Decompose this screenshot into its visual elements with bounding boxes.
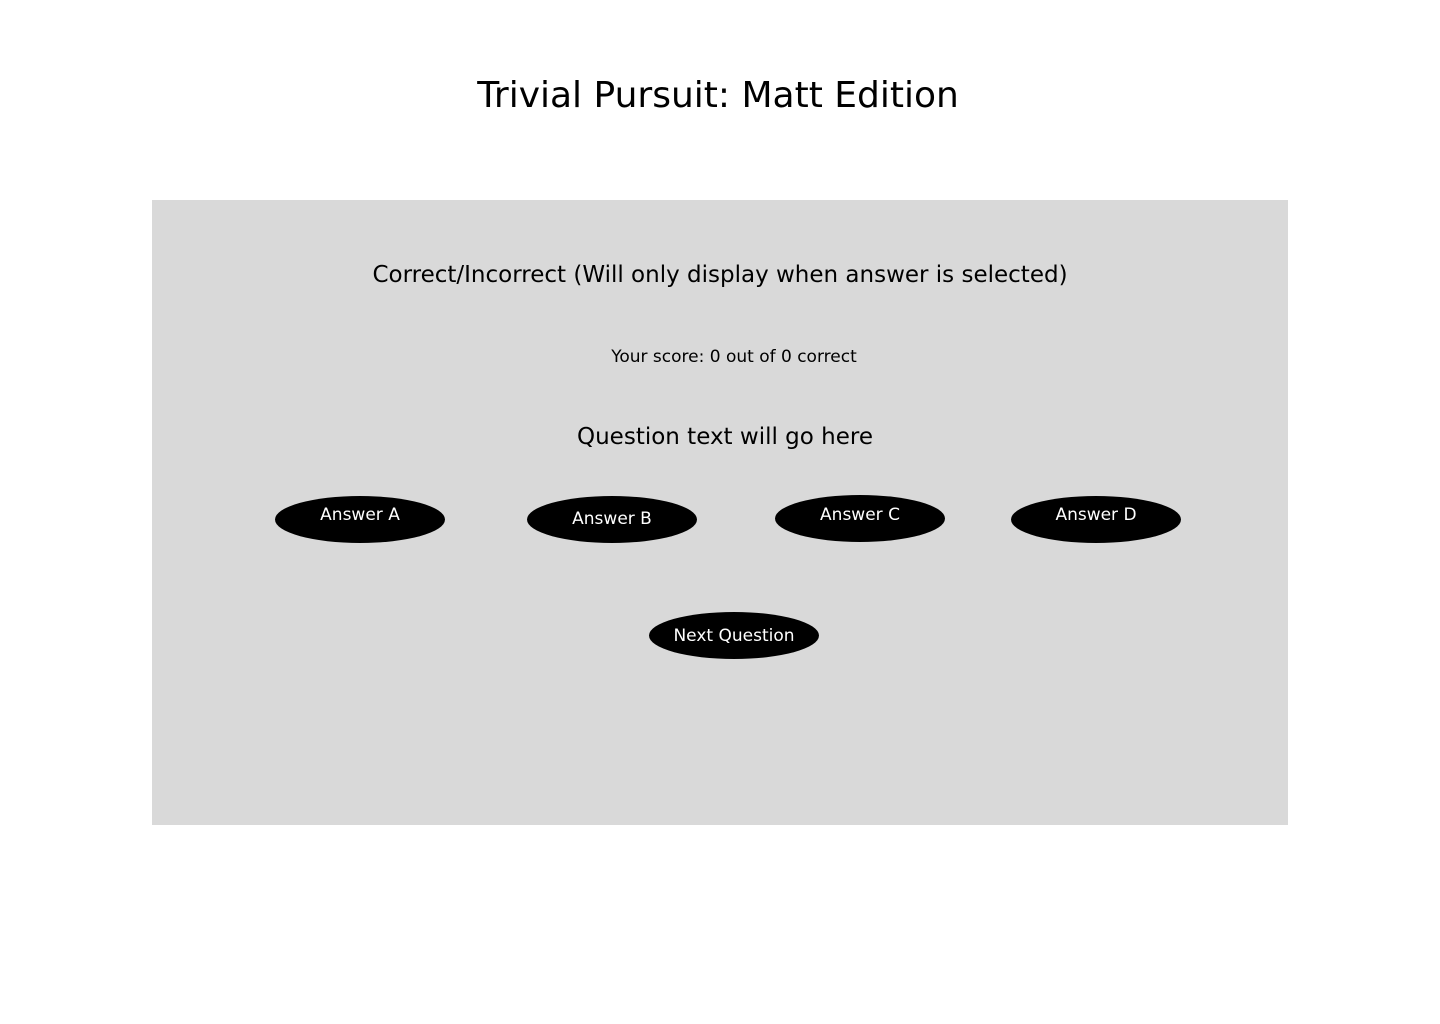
- answer-c-button[interactable]: Answer C: [775, 495, 945, 542]
- next-question-label: Next Question: [673, 626, 795, 646]
- next-question-button[interactable]: Next Question: [649, 612, 819, 659]
- answer-d-button[interactable]: Answer D: [1011, 496, 1181, 543]
- question-text: Question text will go here: [577, 424, 873, 450]
- answer-b-label: Answer B: [572, 509, 652, 529]
- answer-feedback: Correct/Incorrect (Will only display whe…: [372, 262, 1068, 288]
- page-title: Trivial Pursuit: Matt Edition: [477, 75, 959, 116]
- answer-a-button[interactable]: Answer A: [275, 496, 445, 543]
- answer-c-label: Answer C: [820, 505, 900, 525]
- score-text: Your score: 0 out of 0 correct: [611, 347, 857, 367]
- answer-a-label: Answer A: [320, 505, 400, 525]
- answer-b-button[interactable]: Answer B: [527, 496, 697, 543]
- game-panel: Correct/Incorrect (Will only display whe…: [152, 200, 1288, 825]
- answer-d-label: Answer D: [1055, 505, 1137, 525]
